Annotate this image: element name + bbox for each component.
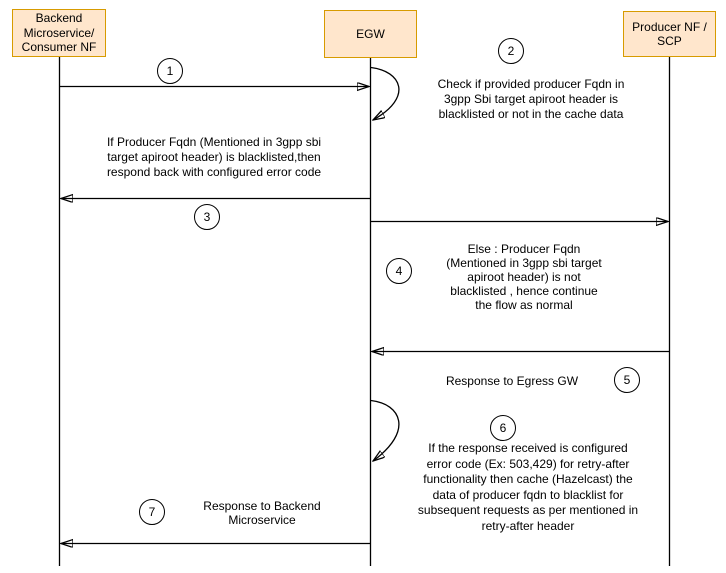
step-label-4-not-blacklisted: Else : Producer Fqdn (Mentioned in 3gpp …	[446, 242, 602, 312]
step-label-6-cache-blacklist: If the response received is configured e…	[417, 441, 639, 533]
step-label-2-blacklist-check: Check if provided producer Fqdn in 3gpp …	[437, 77, 625, 121]
step-label-7-response-to-backend: Response to Backend Microservice	[203, 499, 321, 527]
actor-backend-consumer-nf: Backend Microservice/ Consumer NF	[12, 9, 106, 57]
step-circle-7: 7	[139, 499, 165, 525]
step-circle-3: 3	[194, 204, 220, 230]
step-label-3-error-response: If Producer Fqdn (Mentioned in 3gpp sbi …	[106, 135, 322, 179]
actor-egw: EGW	[324, 10, 417, 58]
self-loop-6-cache-blacklist	[370, 399, 400, 462]
step-circle-2: 2	[498, 38, 524, 64]
step-circle-4: 4	[386, 258, 412, 284]
step-circle-5: 5	[614, 367, 640, 393]
step-circle-1: 1	[157, 58, 183, 84]
step-label-5-response-to-egress-gw: Response to Egress GW	[445, 374, 579, 388]
self-loop-2-blacklist-check	[370, 66, 400, 121]
step-circle-6: 6	[490, 415, 516, 441]
actor-producer-nf-scp: Producer NF / SCP	[623, 11, 716, 57]
